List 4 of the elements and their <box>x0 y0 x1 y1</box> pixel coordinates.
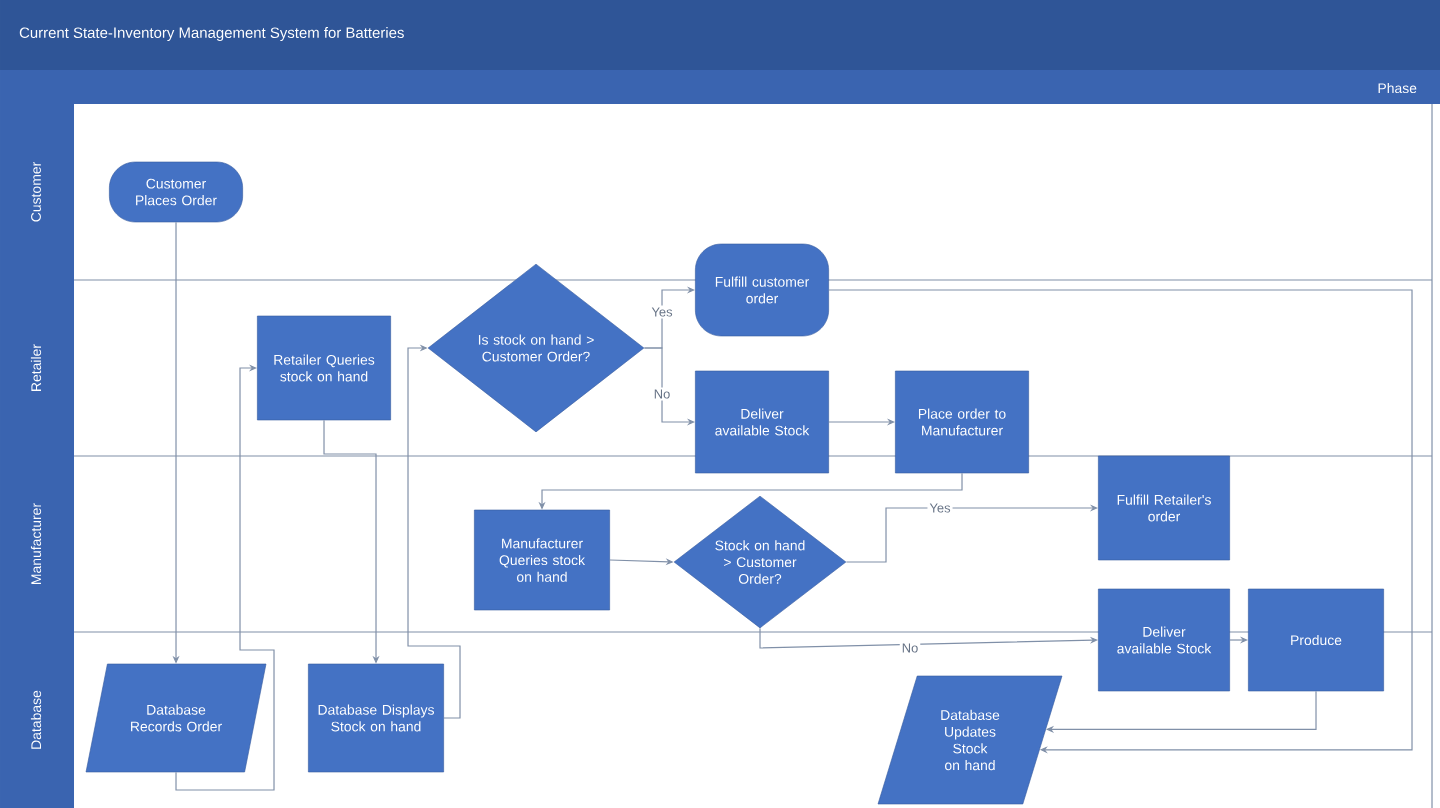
arrow <box>175 364 275 791</box>
arrow <box>828 289 1413 754</box>
arrow <box>1046 690 1317 733</box>
arrow <box>407 344 461 719</box>
